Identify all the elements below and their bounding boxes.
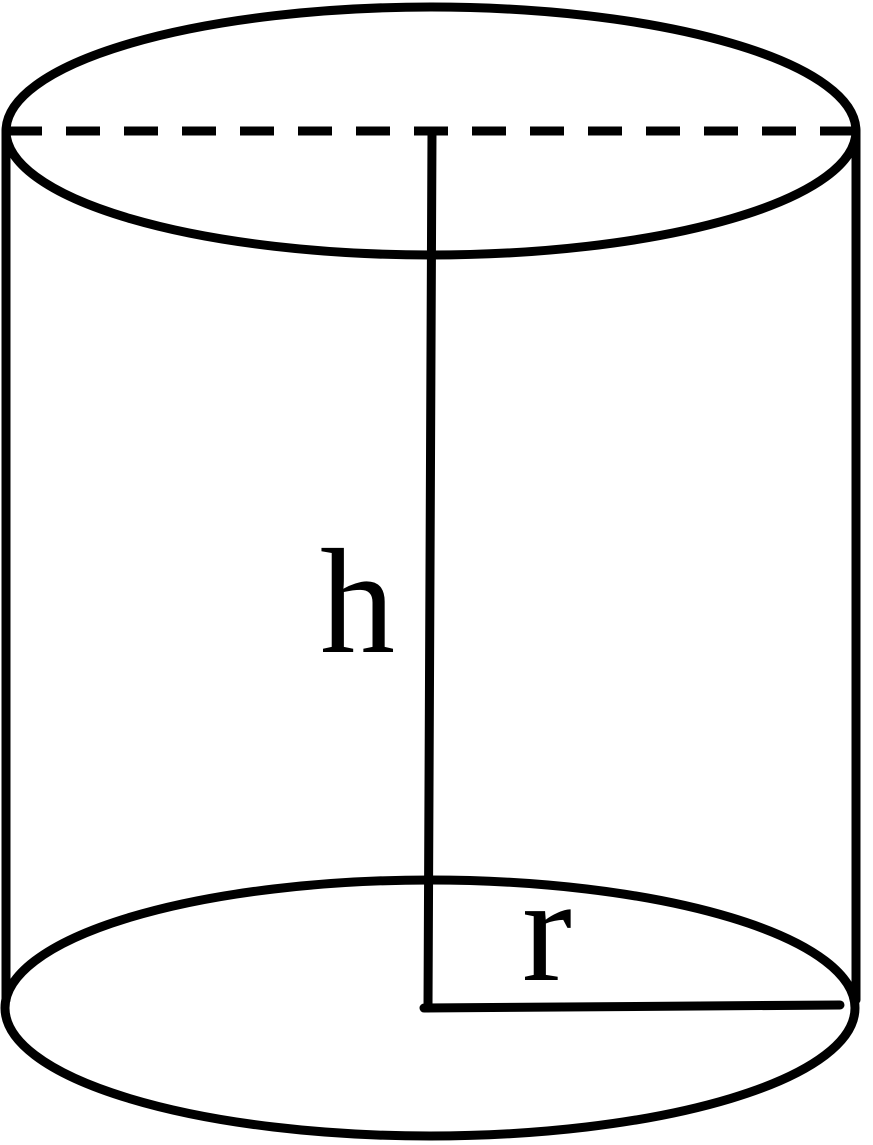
radius-line bbox=[419, 1000, 845, 1013]
radius-label: r bbox=[522, 847, 572, 1013]
height-label: h bbox=[320, 519, 395, 685]
height-line bbox=[423, 126, 437, 1013]
